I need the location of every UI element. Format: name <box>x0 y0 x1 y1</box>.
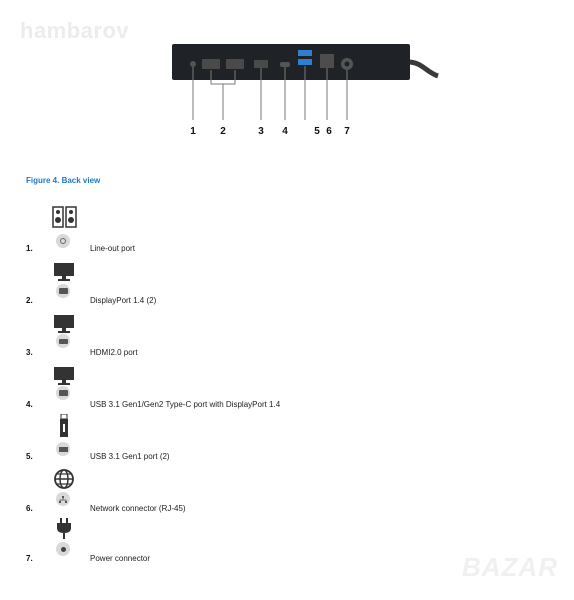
hdmi-icon <box>56 334 70 348</box>
globe-icon <box>52 468 76 490</box>
item-label: USB 3.1 Gen1 port (2) <box>90 452 170 461</box>
list-item: 1. Line-out port <box>0 206 574 258</box>
displayport-icon <box>56 284 70 298</box>
watermark-hambarov: hambarov <box>20 18 130 43</box>
dock-back-view-illustration: 1 2 3 4 5 6 7 <box>160 42 440 142</box>
monitor-icon <box>52 262 76 284</box>
monitor-icon <box>52 366 76 388</box>
item-number: 3. <box>26 348 33 357</box>
item-label: DisplayPort 1.4 (2) <box>90 296 157 305</box>
callout-number-5: 5 <box>314 126 320 137</box>
watermark-bazar-logo: BAZAR <box>462 552 558 582</box>
dock-illustration-svg <box>172 44 439 120</box>
item-label: Network connector (RJ-45) <box>90 504 186 513</box>
list-item: 7. Power connector <box>0 518 574 570</box>
usb-icon <box>56 442 70 456</box>
speakers-icon <box>52 206 77 228</box>
power-plug-icon <box>52 518 76 540</box>
usb-stick-icon <box>52 413 76 437</box>
item-number: 1. <box>26 244 33 253</box>
figure-caption: Figure 4. Back view <box>26 176 101 185</box>
callout-number-7: 7 <box>344 126 350 137</box>
list-item: 6. Network connector (RJ-45) <box>0 468 574 520</box>
list-item: 5. USB 3.1 Gen1 port (2) <box>0 413 574 466</box>
list-item: 3. HDMI2.0 port <box>0 312 574 364</box>
item-label: HDMI2.0 port <box>90 348 138 357</box>
callout-number-4: 4 <box>282 126 288 137</box>
callout-number-2: 2 <box>220 126 226 137</box>
item-label: Line-out port <box>90 244 135 253</box>
displayport-icon <box>56 386 70 400</box>
item-number: 5. <box>26 452 33 461</box>
network-icon <box>56 492 70 506</box>
item-label: USB 3.1 Gen1/Gen2 Type-C port with Displ… <box>90 400 281 409</box>
monitor-icon <box>52 314 76 336</box>
item-number: 4. <box>26 400 33 409</box>
headphone-jack-icon <box>56 234 70 248</box>
item-number: 7. <box>26 554 33 563</box>
power-icon <box>56 542 70 556</box>
callout-number-1: 1 <box>190 126 196 137</box>
list-item: 2. DisplayPort 1.4 (2) <box>0 260 574 312</box>
item-label: Power connector <box>90 554 151 563</box>
callout-number-3: 3 <box>258 126 264 137</box>
item-number: 6. <box>26 504 33 513</box>
callout-number-6: 6 <box>326 126 332 137</box>
item-number: 2. <box>26 296 33 305</box>
list-item: 4. USB 3.1 Gen1/Gen2 Type-C port with Di… <box>0 364 574 416</box>
